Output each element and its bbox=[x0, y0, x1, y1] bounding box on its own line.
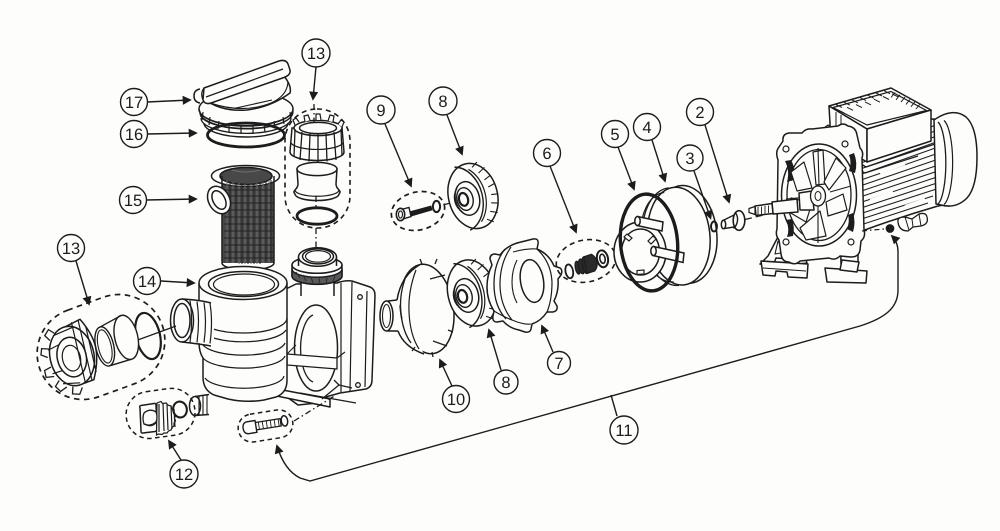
svg-text:16: 16 bbox=[125, 126, 143, 144]
svg-text:10: 10 bbox=[447, 391, 465, 409]
svg-text:13: 13 bbox=[62, 240, 80, 258]
svg-text:3: 3 bbox=[685, 150, 694, 168]
svg-text:11: 11 bbox=[615, 422, 632, 440]
svg-text:14: 14 bbox=[138, 273, 156, 291]
svg-text:8: 8 bbox=[501, 374, 510, 392]
svg-text:15: 15 bbox=[124, 192, 142, 210]
svg-text:9: 9 bbox=[376, 102, 385, 120]
svg-text:8: 8 bbox=[438, 93, 447, 111]
svg-text:12: 12 bbox=[175, 466, 193, 484]
svg-text:5: 5 bbox=[610, 126, 619, 144]
svg-text:2: 2 bbox=[695, 104, 704, 122]
svg-text:6: 6 bbox=[542, 145, 551, 163]
svg-text:7: 7 bbox=[554, 355, 563, 373]
svg-text:13: 13 bbox=[307, 45, 325, 63]
svg-text:17: 17 bbox=[125, 94, 143, 112]
svg-text:4: 4 bbox=[642, 119, 651, 137]
